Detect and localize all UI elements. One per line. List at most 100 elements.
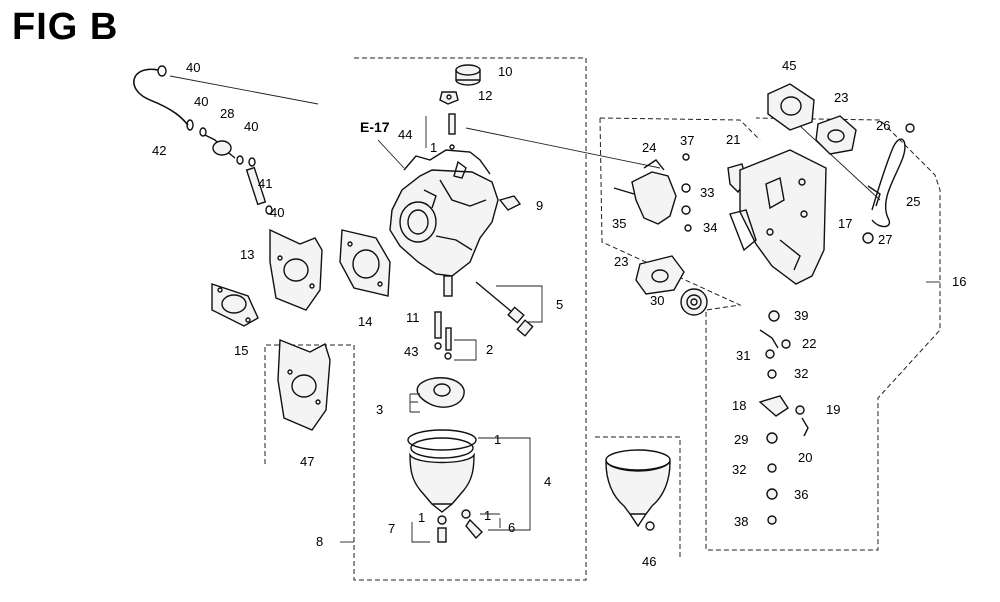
callout-41: 41: [258, 176, 272, 191]
callout-26: 26: [876, 118, 890, 133]
bracket-5: [496, 285, 543, 323]
callout-20: 20: [798, 450, 812, 465]
callout-37: 37: [680, 133, 694, 148]
callout-19: 19: [826, 402, 840, 417]
callout-34: 34: [703, 220, 717, 235]
callout-33: 33: [700, 185, 714, 200]
throttle-stop-screw: [498, 195, 522, 211]
bracket-6: [480, 513, 501, 528]
callout-13: 13: [240, 247, 254, 262]
callout-36: 36: [794, 487, 808, 502]
callout-24: 24: [642, 140, 656, 155]
callout-4: 4: [544, 474, 551, 489]
main-jet: [434, 311, 442, 350]
callout-22: 22: [802, 336, 816, 351]
callout-8: 8: [316, 534, 323, 549]
hose-leader-line: [169, 75, 319, 105]
callout-1: 1: [430, 140, 437, 155]
pilot-screw: [448, 113, 456, 150]
carburetor-body: [389, 149, 499, 297]
callout-17: 17: [838, 216, 852, 231]
callout-32: 32: [794, 366, 808, 381]
hose-clip: [186, 119, 194, 131]
callout-40: 40: [186, 60, 200, 75]
cup-detail-box: [595, 436, 681, 560]
valve-leader-line: [465, 127, 661, 169]
tube-clip: [265, 205, 273, 215]
drain-screw-assembly: [475, 281, 534, 337]
callout-6: 6: [508, 520, 515, 535]
callout-35: 35: [612, 216, 626, 231]
callout-25: 25: [906, 194, 920, 209]
callout-29: 29: [734, 432, 748, 447]
vent-fitting: [439, 91, 459, 105]
callout-3: 3: [376, 402, 383, 417]
callout-23: 23: [834, 90, 848, 105]
tube-clip: [248, 157, 256, 167]
float-bowl: [407, 429, 477, 513]
bracket-7: [411, 522, 430, 543]
callout-28: 28: [220, 106, 234, 121]
fuel-tube: [245, 166, 267, 206]
callout-44: 44: [398, 127, 412, 142]
callout-23: 23: [614, 254, 628, 269]
sediment-cup: [605, 449, 671, 531]
air-cleaner-gasket: [767, 83, 815, 131]
control-bracket: [729, 149, 827, 285]
callout-12: 12: [478, 88, 492, 103]
callout-30: 30: [650, 293, 664, 308]
hardware-column: [758, 310, 809, 525]
bowl-bolt: [437, 515, 447, 543]
callout-40: 40: [244, 119, 258, 134]
callout-43: 43: [404, 344, 418, 359]
callout-11: 11: [406, 310, 420, 325]
insulator-plate: [269, 228, 323, 311]
callout-16: 16: [952, 274, 966, 289]
callout-46: 46: [642, 554, 656, 569]
callout-9: 9: [536, 198, 543, 213]
callout-38: 38: [734, 514, 748, 529]
callout-27: 27: [878, 232, 892, 247]
callout-47: 47: [300, 454, 314, 469]
insulator-gasket: [211, 283, 259, 327]
callout-14: 14: [358, 314, 372, 329]
callout-39: 39: [794, 308, 808, 323]
callout-1: 1: [494, 432, 501, 447]
callout-42: 42: [152, 143, 166, 158]
fuel-hose-inner: [133, 68, 189, 126]
bracket-2: [454, 339, 477, 361]
drain-bolt: [461, 509, 483, 540]
wire-nut: [905, 123, 915, 133]
bracket-4: [478, 437, 531, 531]
hose-clip: [157, 65, 167, 77]
cross-reference-label: E-17: [360, 119, 390, 135]
carburetor-cap: [455, 64, 481, 86]
callout-2: 2: [486, 342, 493, 357]
callout-40: 40: [270, 205, 284, 220]
callout-1: 1: [418, 510, 425, 525]
carburetor-assembly-box: [264, 57, 587, 581]
callout-5: 5: [556, 297, 563, 312]
breather-gasket: [815, 115, 857, 155]
valve-gasket: [635, 255, 685, 295]
heat-plate: [277, 338, 331, 431]
figure-title: FIG B: [12, 6, 119, 48]
callout-40: 40: [194, 94, 208, 109]
bracket-3: [409, 393, 420, 413]
choke-wire: [867, 138, 906, 228]
control-assembly-box: [599, 117, 941, 551]
float: [416, 377, 465, 408]
carburetor-gasket: [339, 229, 391, 297]
bracket-nut: [862, 232, 874, 244]
callout-1: 1: [484, 508, 491, 523]
callout-45: 45: [782, 58, 796, 73]
callout-31: 31: [736, 348, 750, 363]
callout-21: 21: [726, 132, 740, 147]
fuel-valve-box: [599, 117, 761, 141]
float-pin: [444, 327, 452, 360]
callout-32: 32: [732, 462, 746, 477]
fuel-filter: [199, 127, 244, 165]
fuel-valve: [613, 153, 692, 232]
